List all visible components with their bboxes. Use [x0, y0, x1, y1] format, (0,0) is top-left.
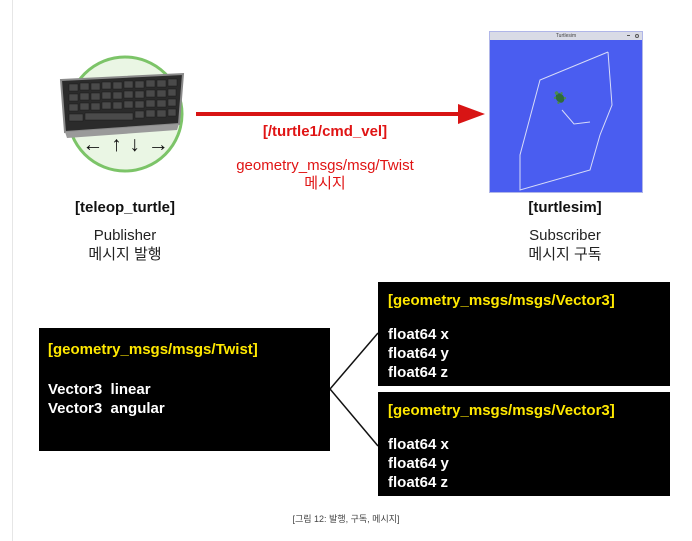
- twist-field: Vector3 linear: [48, 381, 151, 398]
- vector3-field: float64 x: [388, 326, 449, 343]
- vector3-field: float64 y: [388, 455, 449, 472]
- topic-name: [/turtle1/cmd_vel]: [262, 123, 388, 140]
- publisher-node-name: [teleop_turtle]: [74, 199, 175, 216]
- turtle-trail: [519, 51, 613, 191]
- arrow-keys-label: ← ↑ ↓ →: [82, 133, 170, 156]
- topic-msg-type: geometry_msgs/msg/Twist: [236, 157, 414, 174]
- vector3-field: float64 z: [388, 474, 449, 491]
- turtlesim-window-title: Turtlesim: [555, 33, 577, 39]
- close-icon: [635, 34, 639, 38]
- figure-caption: [그림 12: 발행, 구독, 메시지]: [292, 514, 400, 524]
- subscriber-role-kr: 메시지 구독: [528, 246, 602, 263]
- vector3-box-title: [geometry_msgs/msgs/Vector3]: [388, 402, 615, 419]
- subscriber-role: Subscriber: [529, 227, 601, 244]
- publisher-role: Publisher: [93, 227, 157, 244]
- topic-arrow: [194, 103, 486, 125]
- turtlesim-titlebar: Turtlesim: [490, 32, 642, 40]
- vector3-field: float64 y: [388, 345, 449, 362]
- twist-box-title: [geometry_msgs/msgs/Twist]: [48, 341, 258, 358]
- twist-field: Vector3 angular: [48, 400, 165, 417]
- minimize-icon: [627, 35, 630, 36]
- vector3-field: float64 z: [388, 364, 449, 381]
- publisher-role-kr: 메시지 발행: [88, 246, 162, 263]
- vector3-field: float64 x: [388, 436, 449, 453]
- keyboard-illustration: [55, 52, 190, 177]
- vector3-box-angular: [geometry_msgs/msgs/Vector3] float64 x f…: [378, 392, 670, 496]
- turtlesim-window: Turtlesim: [489, 31, 643, 193]
- subscriber-node-name: [turtlesim]: [528, 199, 602, 216]
- connector-lines: [329, 330, 380, 450]
- page-left-border: [12, 0, 13, 541]
- vector3-box-linear: [geometry_msgs/msgs/Vector3] float64 x f…: [378, 282, 670, 386]
- vector3-box-title: [geometry_msgs/msgs/Vector3]: [388, 292, 615, 309]
- turtle-icon: [553, 91, 567, 104]
- topic-msg-label: 메시지: [304, 175, 346, 192]
- keyboard-icon: [59, 72, 185, 138]
- twist-message-box: [geometry_msgs/msgs/Twist] Vector3 linea…: [39, 328, 330, 451]
